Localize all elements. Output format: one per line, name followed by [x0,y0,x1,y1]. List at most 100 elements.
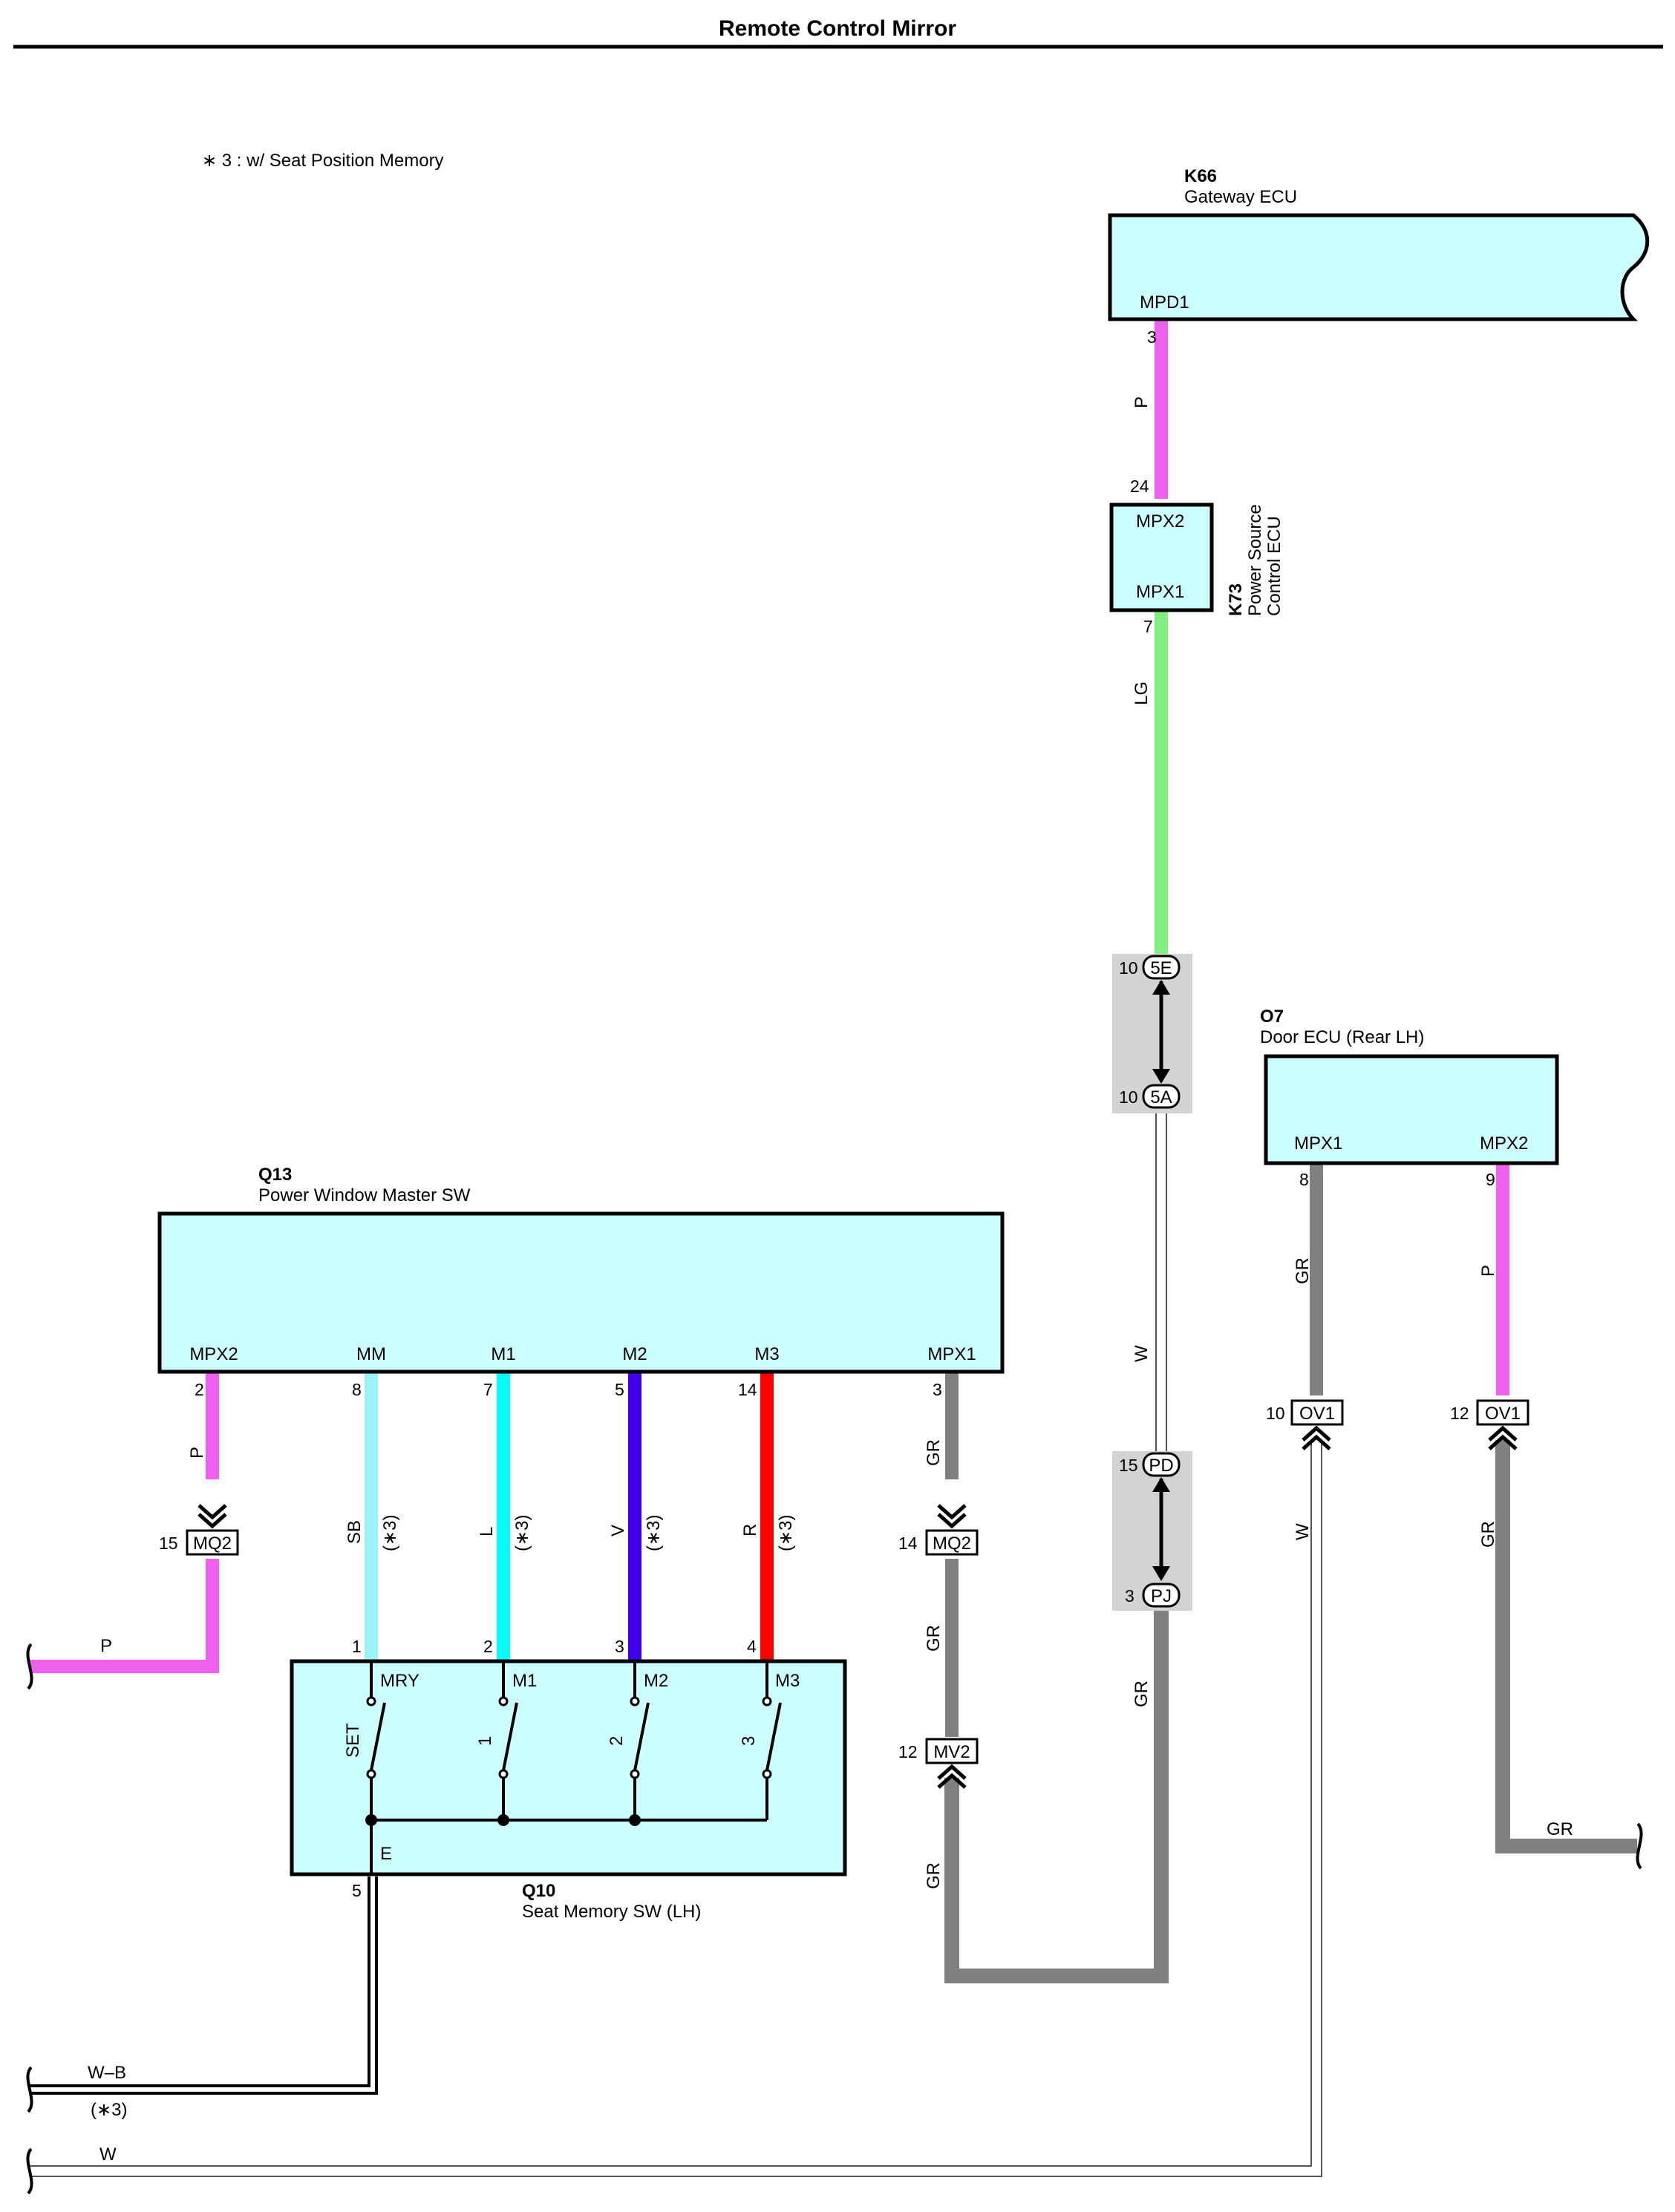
break-mark-w [26,2147,33,2195]
k73-name1: Power Source [1245,504,1265,616]
connector-5a [1142,1084,1181,1109]
switch-contact [366,1769,376,1779]
q13-id: Q13 [258,1165,292,1185]
wire-ov1-right-out [1495,1440,1637,1853]
k73-pin-top-name: MPX2 [1136,511,1184,531]
connector-ov1-right [1476,1399,1529,1426]
label-ground: W–B [88,2063,126,2083]
connector-mq2-left-pin: 15 [159,1534,178,1553]
q13-pin-num: 3 [933,1380,942,1399]
q13-pin-name: M2 [622,1344,647,1364]
connector-ov1-left [1290,1399,1344,1426]
label-o7-mpx2: P [1478,1265,1498,1277]
connector-pj-pin: 3 [1125,1586,1134,1606]
label-m1: L [477,1527,497,1537]
q10-pin-num: 2 [483,1637,493,1656]
q13-pins: MPX2 MM M1 M2 M3 MPX1 2 8 7 5 14 3 [189,1344,976,1399]
switch-contact [630,1769,640,1779]
bus-node [629,1814,641,1826]
connector-pj-id: PJ [1151,1586,1172,1606]
switch-blade [633,1702,650,1771]
q10-pin-num: 1 [352,1637,362,1656]
o7-pin1-name: MPX1 [1294,1133,1342,1154]
q13-pin-name: MM [356,1344,386,1364]
q13-pin-name: M3 [754,1344,779,1364]
label-o7-mpx1: GR [1293,1257,1313,1284]
break-mark-gr [1636,1822,1643,1870]
q10-pin-name: M2 [644,1671,668,1691]
ov1-right-chevron [1488,1425,1518,1450]
connector-mq2-left [186,1529,239,1556]
connector-mq2-right-id: MQ2 [933,1534,971,1554]
switch-blade [502,1702,518,1771]
k66-id: K66 [1184,166,1217,186]
k66-box [1108,213,1650,321]
q13-pin-num: 2 [195,1380,204,1399]
page-title: Remote Control Mirror [719,16,956,41]
connector-mq2-left-id: MQ2 [193,1534,232,1554]
label-m2-option: (∗3) [644,1515,664,1551]
wire-o7-mpx2 [1496,1163,1509,1395]
connector-mq2-right [925,1529,979,1556]
wire-q13-mpx1 [945,1372,959,1479]
junction-5e-arrow-up [1152,980,1170,995]
q13-pin-name: MPX2 [189,1344,238,1364]
connector-ov1-right-id: OV1 [1485,1404,1521,1424]
label-m3-option: (∗3) [776,1515,796,1551]
switch-blade [765,1702,782,1771]
q10-id: Q10 [522,1881,555,1901]
o7-id: O7 [1260,1007,1284,1027]
q13-pin-name: M1 [491,1344,515,1364]
connector-ov1-left-pin: 10 [1266,1404,1285,1423]
q13-name: Power Window Master SW [258,1185,471,1205]
wire-pj-loop [944,1611,1169,1983]
k73-box [1109,503,1214,612]
wire-m1 [497,1372,510,1663]
label-mv2-out: GR [924,1862,944,1889]
label-ov1-left-out: W [1293,1523,1313,1540]
wire-o7-mpx1 [1310,1163,1323,1395]
k73-id: K73 [1226,583,1246,616]
connector-mq2-right-pin: 14 [898,1534,918,1553]
ov1-left-chevron [1302,1425,1331,1450]
switch-contact [498,1769,509,1779]
q10-pin-name: MRY [380,1671,419,1691]
k73-pin-top: 24 [1130,477,1149,496]
q13-pin-name: MPX1 [927,1344,976,1364]
mv2-chevron [937,1764,967,1789]
label-m2: V [608,1525,628,1537]
switch-contact [762,1769,772,1779]
q13-pin-num: 14 [738,1380,757,1399]
switch-label: 2 [607,1736,627,1746]
switch-label: 3 [739,1736,759,1746]
wire-ov1-left-out-fill [30,1444,1321,2176]
option-note: ∗ 3 : w/ Seat Position Memory [202,151,444,171]
wire-ground-inner [30,1876,375,2092]
k73-pin-bottom-name: MPX1 [1136,582,1184,602]
break-mark-p [26,1643,33,1690]
connector-pd-id: PD [1149,1456,1173,1476]
bus-node [497,1814,509,1826]
switch-contact [630,1696,640,1707]
label-p-left: P [100,1636,112,1656]
label-q13-mpx1: GR [924,1439,944,1466]
label-k73-5e: LG [1132,681,1152,705]
o7-box [1264,1054,1559,1165]
wire-m2 [628,1372,641,1663]
label-q13-mpx2: P [187,1447,207,1459]
wire-mq2-mv2 [945,1559,959,1737]
bus-node [365,1814,377,1826]
switch-contact [762,1696,772,1707]
wire-m3 [760,1372,774,1663]
q10-ground-pin: 5 [352,1881,362,1900]
wire-q13-mpx2 [206,1372,219,1479]
connector-5e-id: 5E [1150,958,1172,978]
label-mm-option: (∗3) [380,1515,400,1551]
q10-switches [365,1663,782,1875]
q10-ground-pin-name: E [380,1844,392,1864]
mq2-right-chevron [937,1504,967,1529]
wire-p-left [30,1559,219,1673]
q10-pin-num: 3 [615,1637,624,1656]
connector-5a-id: 5A [1150,1087,1172,1107]
